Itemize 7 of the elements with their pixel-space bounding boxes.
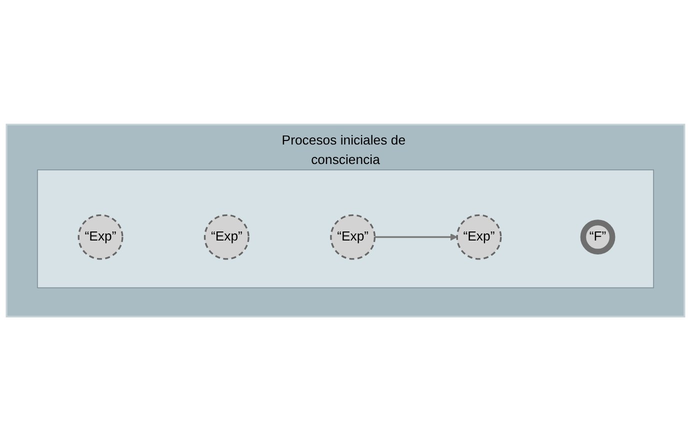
node-circle: “F” [580,220,616,254]
arrow [374,233,458,241]
node-circle: “Exp” [78,214,124,260]
node-circle: “Exp” [456,214,502,260]
node-circle: “Exp” [330,214,376,260]
node-circle: “Exp” [204,214,250,260]
cluster [37,169,654,288]
